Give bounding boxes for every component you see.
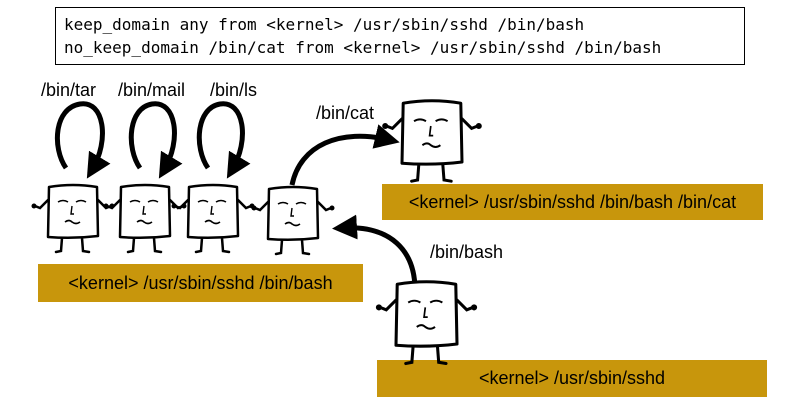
loop-arrow-mail <box>128 101 183 179</box>
loop-arrow-tar <box>54 101 111 179</box>
label-bin-bash: /bin/bash <box>430 242 504 262</box>
label-bin-tar: /bin/tar <box>41 80 97 100</box>
label-bin-cat: /bin/cat <box>316 103 375 123</box>
domain-bar-left-label: <kernel> /usr/sbin/sshd /bin/bash <box>68 272 333 293</box>
policy-line-keep-domain: keep_domain any from <kernel> /usr/sbin/… <box>64 15 585 34</box>
process-char-2 <box>102 183 188 254</box>
process-char-4 <box>250 185 336 256</box>
domain-bar-bottom-right: <kernel> /usr/sbin/sshd <box>377 360 767 397</box>
domain-bar-top-right: <kernel> /usr/sbin/sshd /bin/bash /bin/c… <box>382 184 763 220</box>
transition-arrow-bash <box>332 214 418 291</box>
process-char-cat <box>380 99 484 183</box>
policy-box: keep_domain any from <kernel> /usr/sbin/… <box>55 7 745 65</box>
domain-bar-bottom-right-label: <kernel> /usr/sbin/sshd <box>478 368 666 388</box>
domain-bar-left: <kernel> /usr/sbin/sshd /bin/bash <box>38 264 363 302</box>
transition-arrow-cat <box>289 124 400 186</box>
process-char-3 <box>170 183 256 254</box>
process-char-sshd <box>374 280 479 366</box>
loop-arrow-ls <box>196 101 251 179</box>
label-bin-ls: /bin/ls <box>210 80 258 100</box>
domain-bar-top-right-label: <kernel> /usr/sbin/sshd /bin/bash /bin/c… <box>408 191 737 212</box>
label-bin-mail: /bin/mail <box>118 80 186 100</box>
process-char-1 <box>30 183 116 254</box>
policy-line-no-keep-domain: no_keep_domain /bin/cat from <kernel> /u… <box>64 38 662 57</box>
